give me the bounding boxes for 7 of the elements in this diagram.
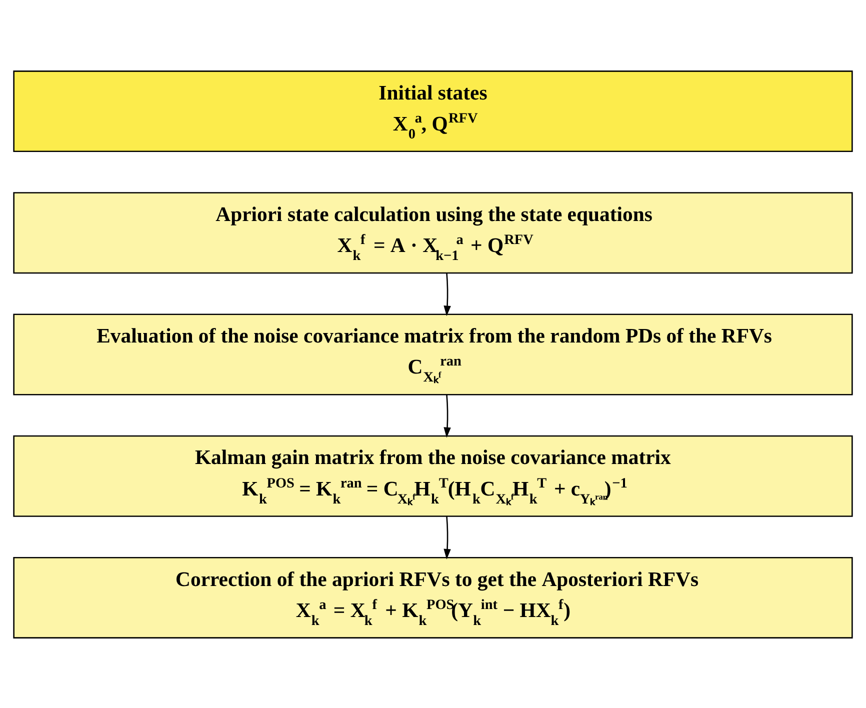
node-box: Correction of the apriori RFVs to get the Aposteriori RFVs X$_{k}$$^{a}$ = X$_{k}$$^{f}$ + K$_{k}$$^{POS}$(Y$_{k}$$^{int}$ − HX$_{k}$$^{f}$) (13, 556, 853, 638)
node-box: Apriori state calculation using the state equations X$_{k}$$^{f}$ = A · X$_{k−1}$$^{a}$ + Q$^{RFV}$ (13, 192, 853, 274)
node-box: Kalman gain matrix from the noise covariance matrix K$_{k}$$^{POS}$ = K$_{k}$$^{ran}$ = C$_{Xₖᶠ}$H$_{k}$$^{T}$(H$_{k}$C$_{Xₖᶠ}$H$_{k}$$^{T}$ + c$_{Yₖʳᵃⁿ}$)$^{−1}$ (13, 434, 853, 516)
arrow (444, 272, 451, 316)
node-box: Initial states X$_{0}$$^{a}$, Q$^{RFV}$ (13, 70, 853, 152)
arrow (444, 516, 451, 559)
arrow (444, 394, 451, 438)
